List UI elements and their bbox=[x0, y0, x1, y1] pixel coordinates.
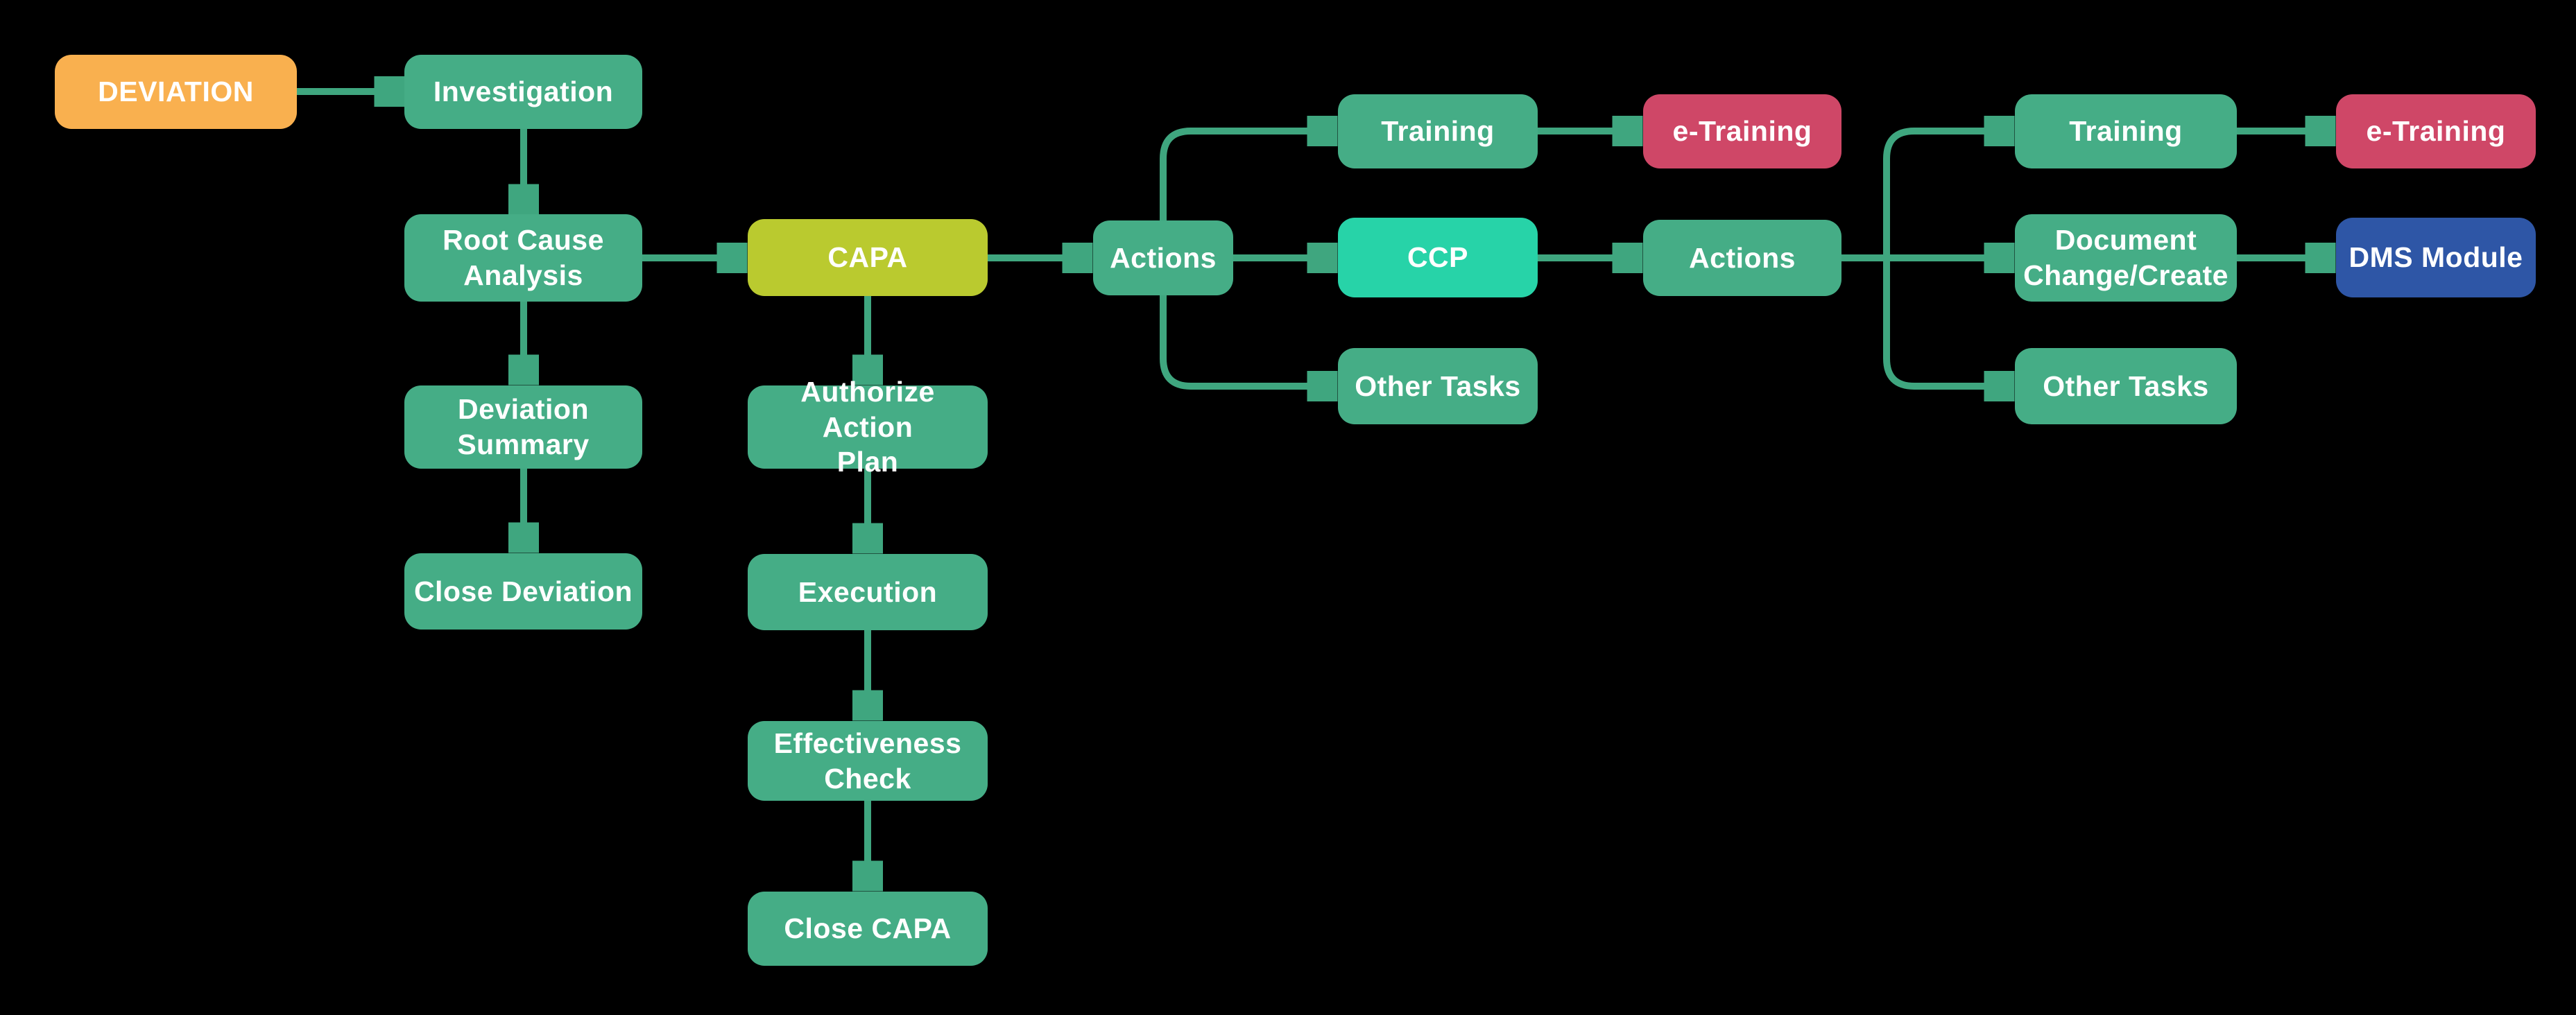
node-label: Document Change/Create bbox=[2023, 224, 2229, 291]
node-execution: Execution bbox=[748, 554, 988, 630]
node-document-change-create: Document Change/Create bbox=[2015, 214, 2237, 302]
node-label: Training bbox=[1381, 115, 1495, 148]
node-label: CCP bbox=[1407, 241, 1469, 274]
node-other-tasks-2: Other Tasks bbox=[2015, 348, 2237, 424]
node-label: DEVIATION bbox=[98, 76, 254, 108]
node-label: e-Training bbox=[2366, 115, 2506, 148]
node-capa: CAPA bbox=[748, 219, 988, 296]
node-label: Close CAPA bbox=[784, 912, 952, 945]
node-dms-module: DMS Module bbox=[2336, 218, 2536, 297]
node-close-capa: Close CAPA bbox=[748, 892, 988, 966]
node-e-training-2: e-Training bbox=[2336, 94, 2536, 168]
node-other-tasks-1: Other Tasks bbox=[1338, 348, 1538, 424]
node-e-training-1: e-Training bbox=[1643, 94, 1841, 168]
node-deviation: DEVIATION bbox=[55, 55, 297, 129]
node-label: Execution bbox=[798, 575, 938, 608]
node-label: CAPA bbox=[827, 241, 908, 274]
node-effectiveness-check: Effectiveness Check bbox=[748, 721, 988, 801]
node-training-2: Training bbox=[2015, 94, 2237, 168]
node-label: DMS Module bbox=[2349, 241, 2523, 274]
node-close-deviation: Close Deviation bbox=[404, 553, 642, 630]
node-label: Investigation bbox=[433, 76, 614, 108]
node-training-1: Training bbox=[1338, 94, 1538, 168]
node-label: Authorize Action Plan bbox=[800, 375, 935, 478]
node-label: Effectiveness Check bbox=[773, 727, 962, 795]
node-deviation-summary: Deviation Summary bbox=[404, 385, 642, 469]
edge-actions1-training1 bbox=[1160, 131, 1333, 220]
node-label: Actions bbox=[1110, 241, 1217, 274]
node-label: Actions bbox=[1689, 241, 1796, 274]
node-actions-1: Actions bbox=[1093, 220, 1233, 295]
node-authorize-action-plan: Authorize Action Plan bbox=[748, 376, 988, 478]
node-label: Training bbox=[2069, 115, 2183, 148]
node-label: Deviation Summary bbox=[457, 393, 590, 460]
node-root-cause-analysis: Root Cause Analysis bbox=[404, 214, 642, 302]
node-label: Other Tasks bbox=[2043, 370, 2209, 402]
node-investigation: Investigation bbox=[404, 55, 642, 129]
node-label: e-Training bbox=[1672, 115, 1812, 148]
edge-actions2-training2 bbox=[1883, 131, 2010, 258]
node-label: Root Cause Analysis bbox=[443, 224, 604, 291]
node-ccp: CCP bbox=[1338, 218, 1538, 297]
node-label: Close Deviation bbox=[413, 575, 633, 607]
node-actions-2: Actions bbox=[1643, 220, 1841, 296]
edge-actions1-other-tasks1 bbox=[1160, 295, 1333, 386]
edge-actions2-other-tasks2 bbox=[1883, 258, 2010, 386]
node-label: Other Tasks bbox=[1355, 370, 1521, 402]
